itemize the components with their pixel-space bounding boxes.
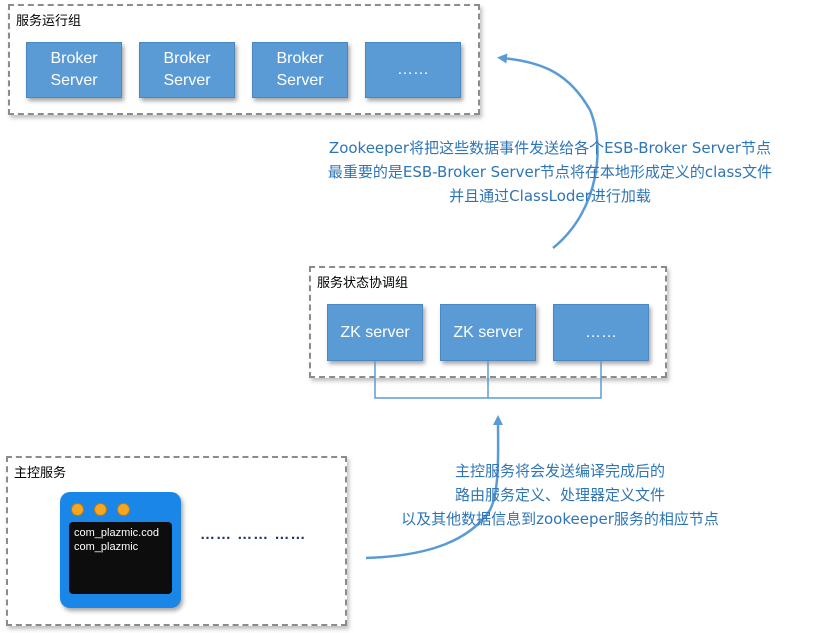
- zk-to-broker-arrow: [497, 53, 599, 249]
- broker-server-node-1-label: Broker Server: [50, 50, 98, 89]
- broker-server-node-2: Broker Server: [139, 42, 235, 98]
- service-run-group-title: 服务运行组: [16, 14, 82, 29]
- master-service-group-title: 主控服务: [14, 466, 67, 481]
- zk-server-node-more-label: ……: [585, 323, 617, 341]
- upper-note-line-1: Zookeeper将把这些数据事件发送给各个ESB-Broker Server节…: [328, 139, 772, 157]
- lower-description-note: 主控服务将会发送编译完成后的 路由服务定义、处理器定义文件 以及其他数据信息到z…: [340, 459, 780, 531]
- zk-server-node-1-label: ZK server: [340, 323, 410, 341]
- zk-server-node-more: ……: [553, 304, 649, 361]
- broker-server-node-3: Broker Server: [252, 42, 348, 98]
- zk-bracket-connector: [374, 361, 602, 399]
- console-light-3-icon: [117, 503, 130, 516]
- zk-server-node-1: ZK server: [327, 304, 423, 361]
- console-light-2-icon: [94, 503, 107, 516]
- console-light-1-icon: [71, 503, 84, 516]
- upper-description-note: Zookeeper将把这些数据事件发送给各个ESB-Broker Server节…: [280, 136, 818, 208]
- master-more-ellipsis: …… …… ……: [200, 526, 307, 543]
- broker-server-node-1: Broker Server: [26, 42, 122, 98]
- broker-server-node-2-label: Broker Server: [163, 50, 211, 89]
- console-line-1: com_plazmic.cod: [74, 527, 159, 539]
- coordination-group-title: 服务状态协调组: [317, 276, 409, 291]
- upper-note-line-2: 最重要的是ESB-Broker Server节点将在本地形成定义的class文件: [327, 163, 773, 181]
- zk-server-node-2: ZK server: [440, 304, 536, 361]
- console-screen: com_plazmic.cod com_plazmic: [69, 522, 172, 594]
- broker-server-node-3-label: Broker Server: [276, 50, 324, 89]
- master-to-zk-arrow: [365, 415, 504, 560]
- zk-server-node-2-label: ZK server: [453, 323, 523, 341]
- broker-server-node-more-label: ……: [397, 61, 429, 78]
- lower-note-line-3: 以及其他数据信息到zookeeper服务的相应节点: [401, 510, 719, 528]
- console-window-icon: com_plazmic.cod com_plazmic: [60, 492, 181, 608]
- upper-note-line-3: 并且通过ClassLoder进行加载: [449, 187, 651, 205]
- console-line-2: com_plazmic: [74, 541, 139, 553]
- broker-server-node-more: ……: [365, 42, 461, 98]
- lower-note-line-2: 路由服务定义、处理器定义文件: [454, 486, 665, 504]
- lower-note-line-1: 主控服务将会发送编译完成后的: [454, 462, 665, 480]
